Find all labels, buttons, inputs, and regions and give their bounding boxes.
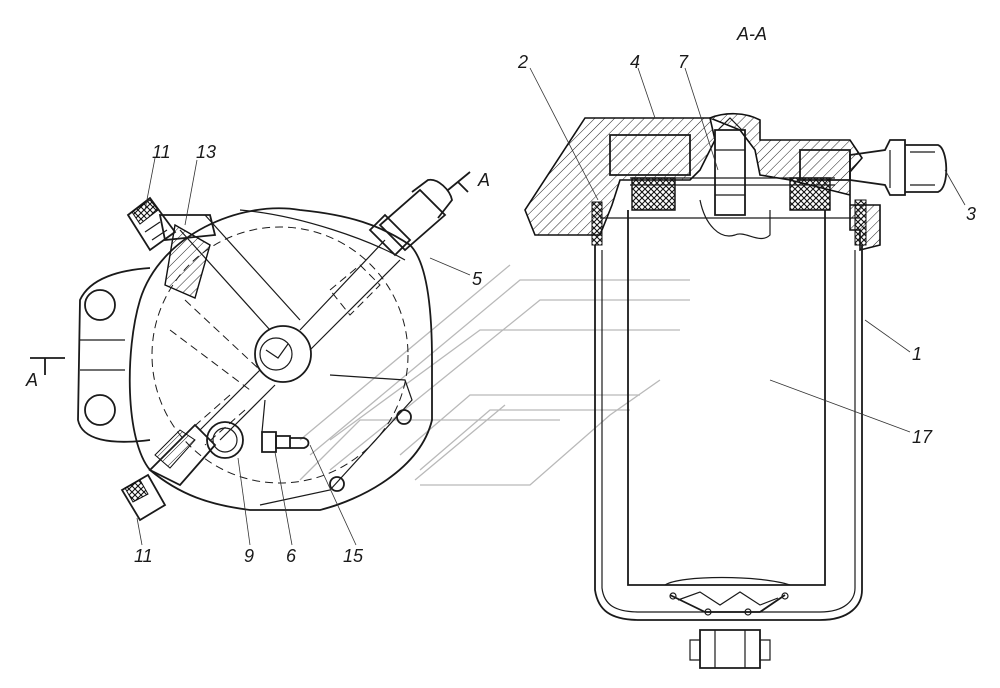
- gasket-right: [854, 199, 867, 246]
- callout-6: 6: [286, 546, 297, 566]
- fitting-13: [158, 214, 217, 299]
- fitting-11-bottom: [120, 473, 167, 522]
- section-title: А-А: [736, 24, 767, 44]
- callout-7: 7: [678, 52, 689, 72]
- callout-1: 1: [912, 344, 922, 364]
- filter-element-17: [627, 210, 826, 586]
- seal-right: [789, 177, 831, 211]
- callout-15: 15: [343, 546, 364, 566]
- seal-left: [631, 177, 676, 211]
- drain-valve: [261, 399, 310, 453]
- section-view: [524, 67, 966, 669]
- bottom-drain: [664, 576, 791, 669]
- gasket-2: [591, 201, 603, 246]
- mounting-hole-top: [84, 289, 116, 321]
- fitting-11-top: [126, 196, 177, 252]
- fitting-9: [148, 421, 244, 487]
- fitting-3: [849, 139, 948, 196]
- fitting-5: [329, 178, 453, 316]
- section-mark-left: [30, 357, 65, 375]
- center-bolt-7: [699, 117, 771, 240]
- callout-11-top: 11: [152, 142, 171, 162]
- callout-5: 5: [472, 269, 483, 289]
- callout-17: 17: [912, 427, 933, 447]
- center-boss: [254, 325, 312, 383]
- callout-4: 4: [630, 52, 640, 72]
- bolt-hole-2: [329, 476, 345, 492]
- section-mark-right: [447, 171, 471, 193]
- callout-9: 9: [244, 546, 254, 566]
- callout-13: 13: [196, 142, 216, 162]
- left-view: [30, 157, 471, 546]
- callout-2: 2: [517, 52, 528, 72]
- mounting-bracket: [77, 267, 151, 443]
- filter-bowl-outline: [151, 226, 409, 484]
- bolt-hole: [396, 409, 412, 425]
- filter-bowl-1: [594, 245, 863, 621]
- labels: А-А А А 11 13 5 11 9 6 15 2 4 7 3 1 17: [25, 24, 976, 566]
- center-screw: [259, 337, 293, 371]
- channel-upper-right: [299, 239, 401, 351]
- callout-11-bottom: 11: [134, 546, 153, 566]
- section-mark-label-right: А: [477, 170, 490, 190]
- watermark: [299, 264, 690, 486]
- callout-3: 3: [966, 204, 976, 224]
- mounting-hole-bottom: [84, 394, 116, 426]
- section-mark-label-left: А: [25, 370, 38, 390]
